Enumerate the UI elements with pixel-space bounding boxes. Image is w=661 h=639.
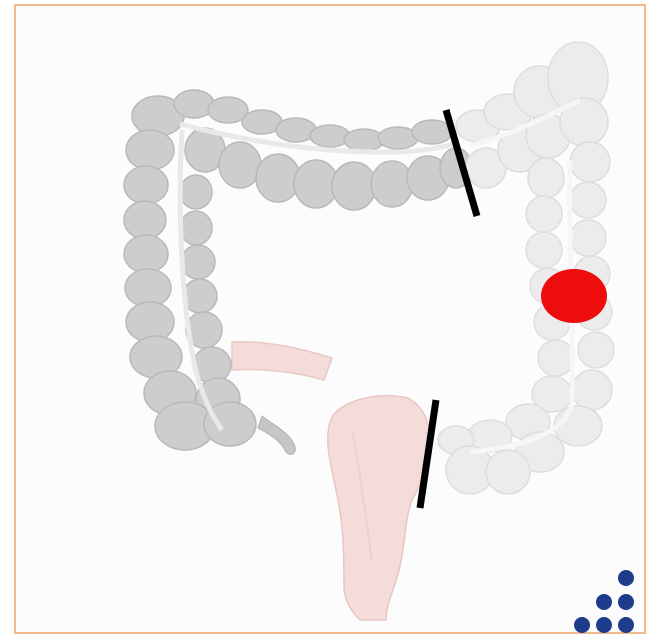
blue-dots-logo-icon: [574, 570, 634, 633]
appendix: [258, 416, 295, 454]
resected-colon-segment: [438, 42, 614, 494]
small-bowel-stub: [232, 342, 332, 380]
rectum: [328, 396, 431, 620]
tumor-red-dot-icon: [541, 269, 607, 323]
